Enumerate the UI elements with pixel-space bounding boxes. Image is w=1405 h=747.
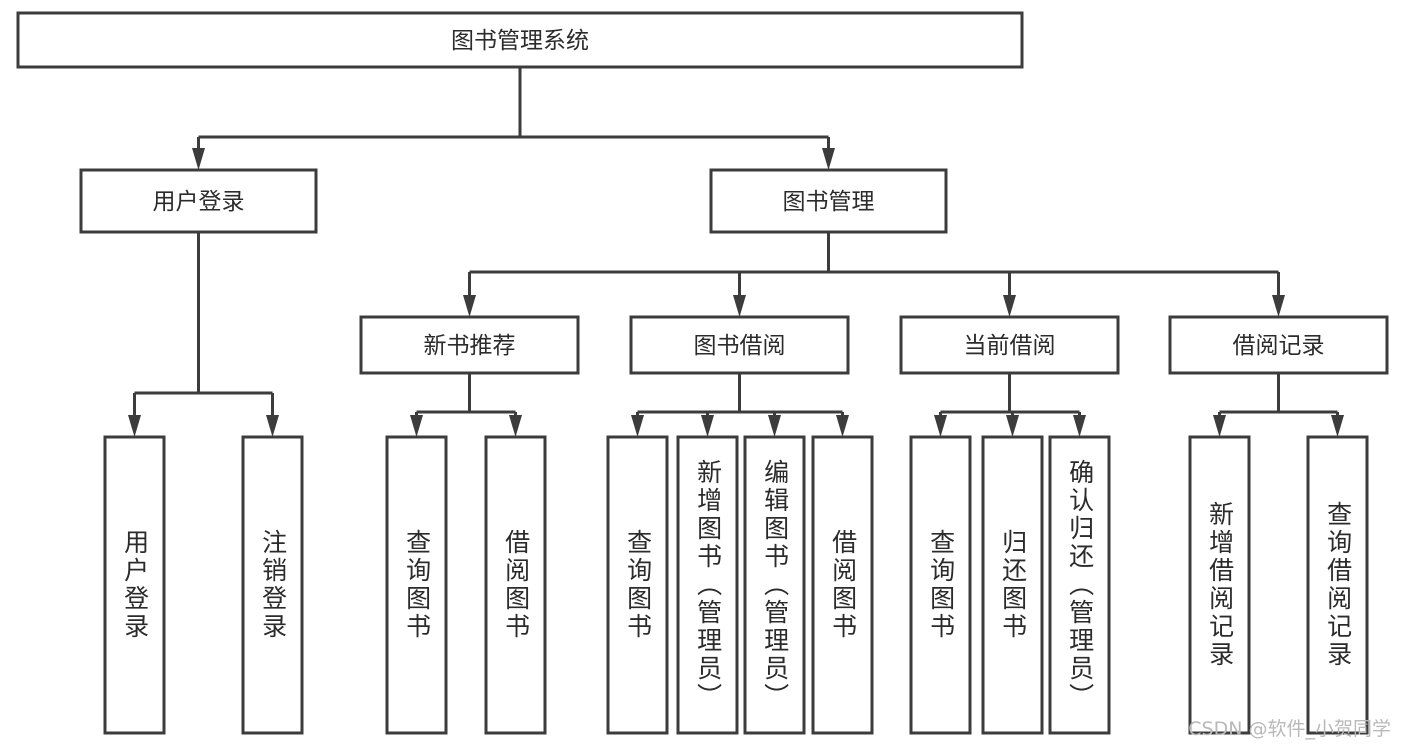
arrow-head-icon xyxy=(733,295,746,317)
node-label-current-borrow: 当前借阅 xyxy=(964,333,1056,359)
arrow-head-icon xyxy=(192,148,205,170)
node-box-leaf-query-book-1[interactable] xyxy=(385,435,448,735)
node-box-leaf-query-record[interactable] xyxy=(1306,435,1369,735)
arrow-head-icon xyxy=(701,415,714,437)
arrow-head-icon xyxy=(1331,415,1344,437)
node-label-book-manage: 图书管理 xyxy=(783,189,875,215)
node-box-new-book-recommend[interactable] xyxy=(359,315,580,375)
node-box-user-login[interactable] xyxy=(79,168,318,234)
arrow-head-icon xyxy=(1006,415,1019,437)
node-box-leaf-query-book-3[interactable] xyxy=(909,435,972,735)
arrow-head-icon xyxy=(1073,415,1086,437)
node-box-current-borrow[interactable] xyxy=(899,315,1120,375)
node-box-leaf-user-logout[interactable] xyxy=(241,435,304,735)
arrow-head-icon xyxy=(822,148,835,170)
arrow-head-icon xyxy=(631,415,644,437)
node-box-leaf-edit-book[interactable] xyxy=(743,435,806,735)
node-box-leaf-query-book-2[interactable] xyxy=(606,435,669,735)
node-label-user-login: 用户登录 xyxy=(153,189,245,215)
arrow-head-icon xyxy=(266,415,279,437)
node-label-new-book-recommend: 新书推荐 xyxy=(424,333,516,359)
arrow-head-icon xyxy=(410,415,423,437)
node-box-leaf-add-book[interactable] xyxy=(676,435,739,735)
csdn-watermark: CSDN @软件_小贺同学 xyxy=(1188,718,1391,740)
node-box-leaf-add-record[interactable] xyxy=(1188,435,1251,735)
node-box-book-borrow[interactable] xyxy=(629,315,850,375)
node-box-leaf-borrow-book-2[interactable] xyxy=(811,435,874,735)
arrow-head-icon xyxy=(1272,295,1285,317)
arrow-head-icon xyxy=(1213,415,1226,437)
arrow-head-icon xyxy=(1003,295,1016,317)
boxes-layer xyxy=(16,11,1389,735)
arrow-head-icon xyxy=(836,415,849,437)
node-label-book-borrow: 图书借阅 xyxy=(694,333,786,359)
arrow-head-icon xyxy=(934,415,947,437)
node-label-root: 图书管理系统 xyxy=(451,28,589,54)
node-box-leaf-confirm-return[interactable] xyxy=(1048,435,1111,735)
arrow-head-icon xyxy=(768,415,781,437)
node-box-book-manage[interactable] xyxy=(709,168,948,234)
node-box-leaf-user-login[interactable] xyxy=(103,435,166,735)
node-box-root[interactable] xyxy=(16,11,1024,69)
node-label-borrow-record: 借阅记录 xyxy=(1233,333,1325,359)
arrow-head-icon xyxy=(128,415,141,437)
arrow-head-icon xyxy=(509,415,522,437)
node-box-borrow-record[interactable] xyxy=(1168,315,1389,375)
connectors-layer xyxy=(128,67,1344,437)
node-box-leaf-return-book[interactable] xyxy=(981,435,1044,735)
arrow-head-icon xyxy=(463,295,476,317)
node-box-leaf-borrow-book-1[interactable] xyxy=(484,435,547,735)
